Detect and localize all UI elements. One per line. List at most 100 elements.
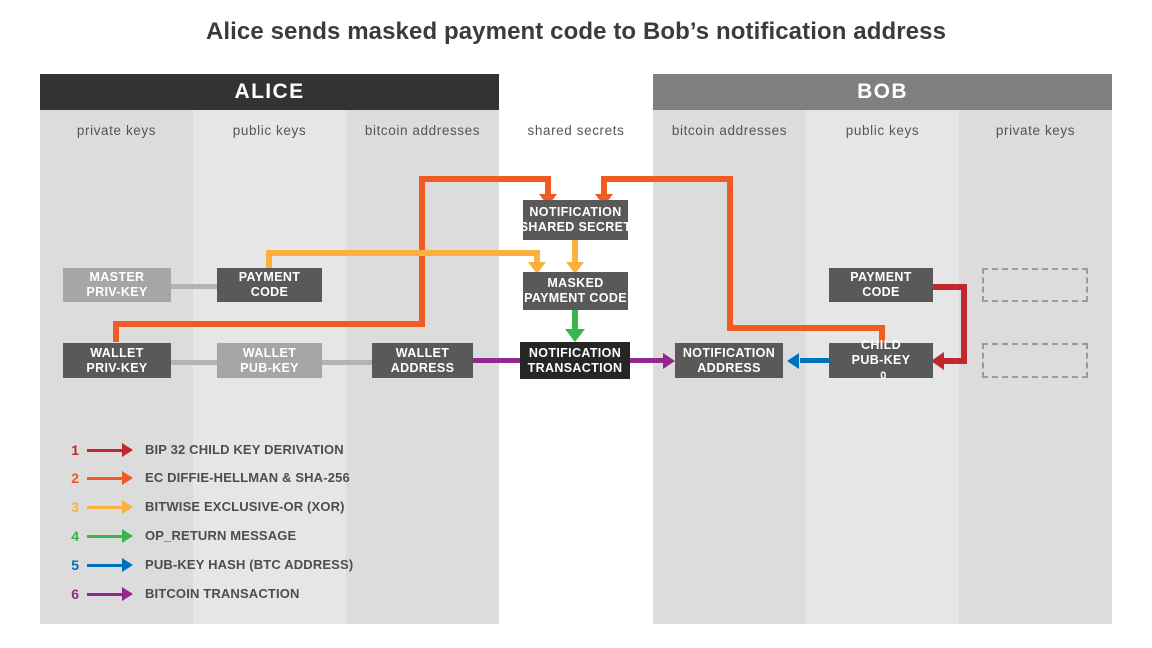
node-bob-payment-code[interactable]: PAYMENT CODE xyxy=(829,268,933,302)
legend-arrowhead xyxy=(122,587,133,601)
orange-bob-horizontal xyxy=(727,325,885,331)
node-line-1: NOTIFICATION xyxy=(682,345,776,360)
node-line-2: CODE xyxy=(862,285,900,299)
red-vertical xyxy=(961,284,967,361)
node-bob-private-key-placeholder-2 xyxy=(982,343,1088,378)
column-header-bob-private-keys: private keys xyxy=(995,122,1076,138)
node-notification-transaction[interactable]: NOTIFICATION TRANSACTION xyxy=(520,342,630,379)
column-header-bob-bitcoin-addresses: bitcoin addresses xyxy=(671,122,788,138)
node-line-2: PRIV-KEY xyxy=(86,285,148,299)
node-alice-wallet-pubkey[interactable]: WALLET PUB-KEY xyxy=(217,343,322,378)
page-title: Alice sends masked payment code to Bob’s… xyxy=(205,18,947,45)
link-master-to-payment-code xyxy=(171,284,219,289)
column-header-alice-public-keys: public keys xyxy=(232,122,307,138)
orange-bob-riser xyxy=(727,176,733,331)
legend-label: BITWISE EXCLUSIVE-OR (XOR) xyxy=(145,499,345,514)
legend-label: BITCOIN TRANSACTION xyxy=(145,586,300,601)
amber-arrowhead-center xyxy=(566,262,584,274)
legend-label: PUB-KEY HASH (BTC ADDRESS) xyxy=(145,557,354,572)
node-bob-notification-address[interactable]: NOTIFICATION ADDRESS xyxy=(675,343,783,378)
orange-bob-top-run xyxy=(601,176,733,182)
legend-number: 3 xyxy=(71,499,79,515)
node-alice-master-privkey[interactable]: MASTER PRIV-KEY xyxy=(63,268,171,302)
blue-pubkeyhash-line xyxy=(800,358,835,363)
panel-header-bob: BOB xyxy=(653,74,1112,110)
amber-horizontal-run xyxy=(266,250,540,256)
node-line-2: PRIV-KEY xyxy=(86,360,148,375)
node-bob-private-key-placeholder-1 xyxy=(982,268,1088,302)
red-arrowhead xyxy=(931,352,944,370)
node-line-1: PAYMENT xyxy=(238,270,301,285)
node-alice-wallet-privkey[interactable]: WALLET PRIV-KEY xyxy=(63,343,171,378)
amber-drop-into-masked xyxy=(534,250,540,268)
legend-arrowhead xyxy=(122,500,133,514)
node-line-2: PUB-KEY xyxy=(240,360,299,375)
node-line-1: MASKED xyxy=(547,276,604,291)
legend-line xyxy=(87,477,123,480)
column-header-shared-secrets: shared secrets xyxy=(527,122,625,138)
node-line-1: PAYMENT xyxy=(850,270,912,285)
node-alice-payment-code[interactable]: PAYMENT CODE xyxy=(217,268,322,302)
purple-arrowhead xyxy=(663,353,675,369)
legend-arrowhead xyxy=(122,529,133,543)
red-into-child-pubkey xyxy=(944,358,967,364)
node-line-2: PAYMENT CODE xyxy=(524,291,627,305)
green-opreturn-line xyxy=(572,310,578,334)
node-line-2: ADDRESS xyxy=(390,360,455,375)
panel-header-alice: ALICE xyxy=(40,74,499,110)
legend-line xyxy=(87,593,123,596)
node-line-1: CHILD xyxy=(861,338,901,353)
legend-number: 1 xyxy=(71,442,79,458)
node-child-index: 0 xyxy=(880,369,887,382)
green-arrowhead xyxy=(565,329,585,342)
amber-shared-secret-drop xyxy=(572,240,578,268)
node-line-2: PUB-KEY xyxy=(851,353,911,368)
column-header-alice-private-keys: private keys xyxy=(76,122,157,138)
orange-alice-drop xyxy=(545,176,551,196)
legend-line xyxy=(87,564,123,567)
node-line-2: TRANSACTION xyxy=(527,360,623,375)
node-line-1: NOTIFICATION xyxy=(529,205,622,220)
orange-bob-vertical-stub xyxy=(879,325,885,346)
legend-label: BIP 32 CHILD KEY DERIVATION xyxy=(145,442,344,457)
node-masked-payment-code[interactable]: MASKED PAYMENT CODE xyxy=(523,272,628,310)
legend-line xyxy=(87,506,123,509)
legend-line xyxy=(87,535,123,538)
column-header-bob-public-keys: public keys xyxy=(845,122,920,138)
legend-arrowhead xyxy=(122,471,133,485)
purple-walletaddr-to-tx xyxy=(473,358,525,363)
legend-number: 6 xyxy=(71,586,79,602)
orange-alice-top-run xyxy=(419,176,551,182)
legend-number: 4 xyxy=(71,528,79,544)
legend-number: 5 xyxy=(71,557,79,573)
node-notification-shared-secret[interactable]: NOTIFICATION SHARED SECRET xyxy=(520,200,631,240)
node-alice-wallet-address[interactable]: WALLET ADDRESS xyxy=(372,343,473,378)
node-line-1: NOTIFICATION xyxy=(528,345,622,360)
link-walletpub-to-walletaddr xyxy=(322,360,372,365)
legend-number: 2 xyxy=(71,470,79,486)
column-header-alice-bitcoin-addresses: bitcoin addresses xyxy=(364,122,481,138)
orange-bob-drop xyxy=(601,176,607,196)
node-line-2: ADDRESS xyxy=(697,360,761,375)
node-line-1: WALLET xyxy=(90,345,144,360)
node-line-1: WALLET xyxy=(242,345,297,360)
legend-label: OP_RETURN MESSAGE xyxy=(145,528,297,543)
link-walletpriv-to-walletpub xyxy=(171,360,219,365)
node-line-2: CODE xyxy=(250,285,289,299)
legend-label: EC DIFFIE-HELLMAN & SHA-256 xyxy=(145,470,350,485)
orange-alice-horizontal xyxy=(113,321,425,327)
node-line-1: WALLET xyxy=(395,345,450,360)
blue-arrowhead xyxy=(787,353,799,369)
legend-arrowhead xyxy=(122,558,133,572)
node-line-1: MASTER xyxy=(89,270,145,285)
legend-arrowhead xyxy=(122,443,133,457)
red-from-payment-code xyxy=(933,284,967,290)
amber-payment-code-stub xyxy=(266,250,272,272)
orange-alice-vertical-stub xyxy=(113,321,119,342)
node-line-2: SHARED SECRET xyxy=(519,220,632,234)
legend-line xyxy=(87,449,123,452)
amber-arrowhead-left xyxy=(528,262,546,274)
